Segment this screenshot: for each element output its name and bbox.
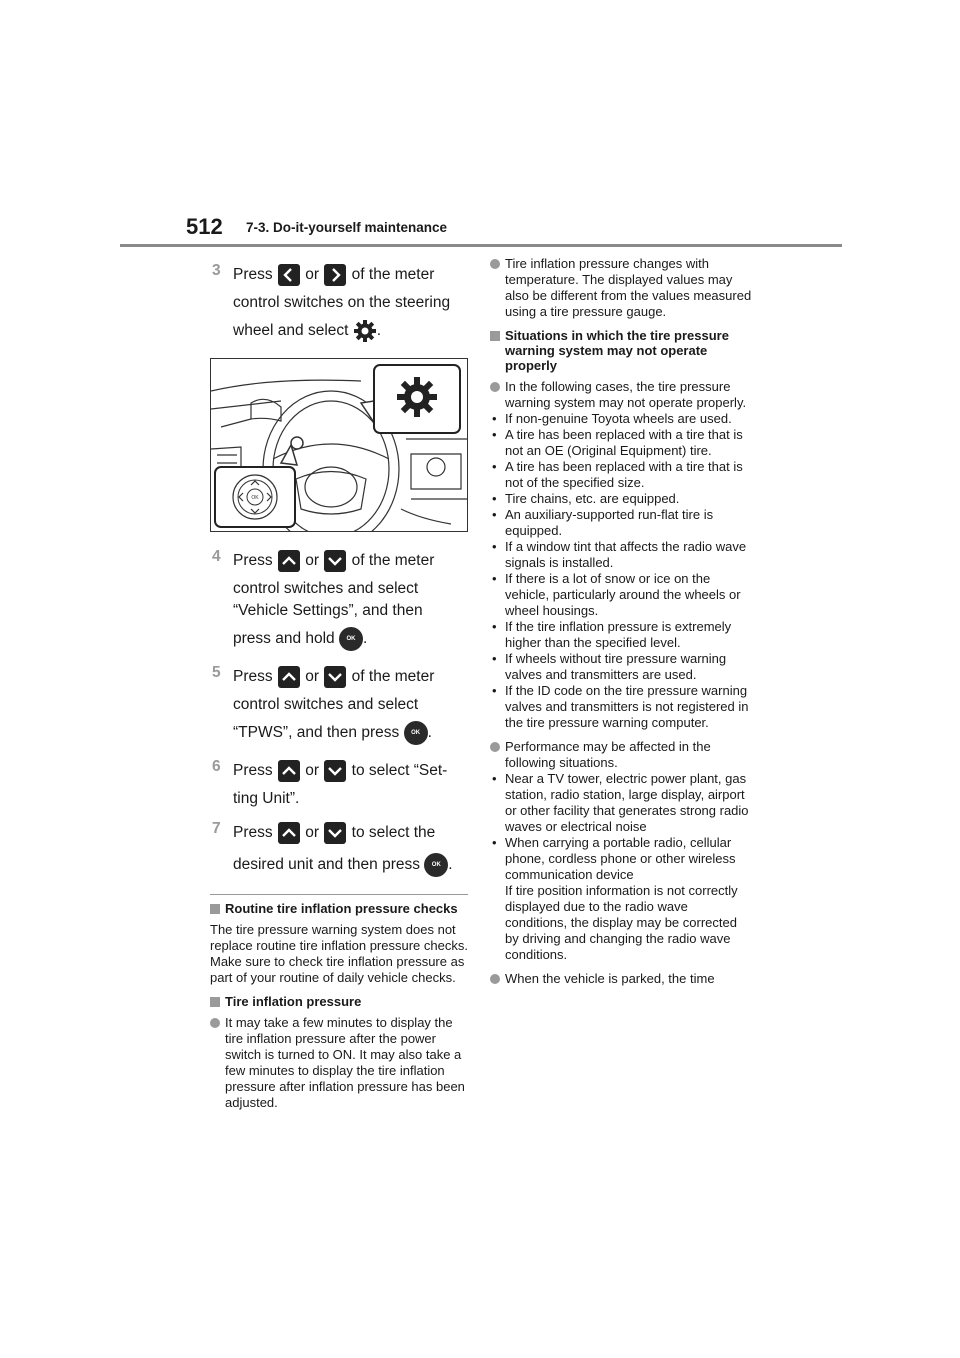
ok-button-icon: OK — [424, 852, 449, 877]
header-rule — [120, 244, 842, 247]
step-4: 4 Press or of the meter control switches… — [210, 546, 468, 654]
case-item: A tire has been replaced with a tire tha… — [490, 459, 752, 491]
case-item: When carrying a portable radio, cellular… — [490, 835, 752, 883]
inflation-bullet-1: It may take a few minutes to display the… — [210, 1015, 468, 1111]
case-item: If the ID code on the tire pressure warn… — [490, 683, 752, 731]
chevron-down-icon — [324, 549, 347, 572]
section-title: 7-3. Do-it-yourself maintenance — [246, 220, 448, 235]
section-divider — [210, 894, 468, 895]
case-item: If there is a lot of snow or ice on the … — [490, 571, 752, 619]
steering-wheel-illustration: OK — [210, 358, 468, 532]
step-3: 3 Press or of the meter control switches… — [210, 260, 468, 346]
step-6: 6 Press or to select “Set- ting Unit”. — [212, 758, 448, 807]
page-number: 512 — [186, 214, 223, 239]
case-item: An auxiliary-supported run-flat tire is … — [490, 507, 752, 539]
routine-heading: Routine tire inflation pressure checks — [210, 901, 468, 916]
left-column: 3 Press or of the meter control switches… — [210, 258, 468, 1119]
chevron-down-icon — [324, 665, 347, 688]
situations-bullet-2: Performance may be affected in the follo… — [490, 739, 752, 771]
situations-heading: Situations in which the tire pressure wa… — [490, 328, 752, 373]
ok-button-icon: OK — [339, 626, 363, 651]
chevron-up-icon — [277, 821, 300, 844]
inflation-bullet-2: Tire inflation pressure changes with tem… — [490, 256, 752, 320]
chevron-up-icon — [277, 665, 300, 688]
case-item: A tire has been replaced with a tire tha… — [490, 427, 752, 459]
case-item: If a window tint that affects the radio … — [490, 539, 752, 571]
right-column: Tire inflation pressure changes with tem… — [490, 256, 752, 995]
situations-bullet-3: When the vehicle is parked, the time — [490, 971, 752, 987]
inflation-heading: Tire inflation pressure — [210, 994, 468, 1009]
chevron-right-icon — [324, 263, 347, 286]
case-item: If the tire inflation pressure is extrem… — [490, 619, 752, 651]
case-item: If non-genuine Toyota wheels are used. — [490, 411, 752, 427]
svg-text:OK: OK — [251, 495, 259, 501]
case-item: Near a TV tower, electric power plant, g… — [490, 771, 752, 835]
chevron-down-icon — [324, 821, 347, 844]
position-note: If tire position information is not corr… — [505, 883, 738, 962]
step-7: 7 Press or to select the desired unit an… — [210, 818, 468, 880]
routine-text: The tire pressure warning system does no… — [210, 922, 468, 985]
case-item: Tire chains, etc. are equipped. — [490, 491, 752, 507]
chevron-down-icon — [324, 759, 347, 782]
chevron-left-icon — [277, 263, 300, 286]
situations-bullet-1: In the following cases, the tire pressur… — [490, 379, 752, 411]
ok-button-icon: OK — [403, 720, 428, 745]
chevron-up-icon — [277, 549, 300, 572]
case-item: If wheels without tire pressure warning … — [490, 651, 752, 683]
gear-icon — [353, 319, 377, 343]
chevron-up-icon — [277, 759, 300, 782]
step-5: 5 Press or of the meter control switches… — [210, 662, 468, 748]
